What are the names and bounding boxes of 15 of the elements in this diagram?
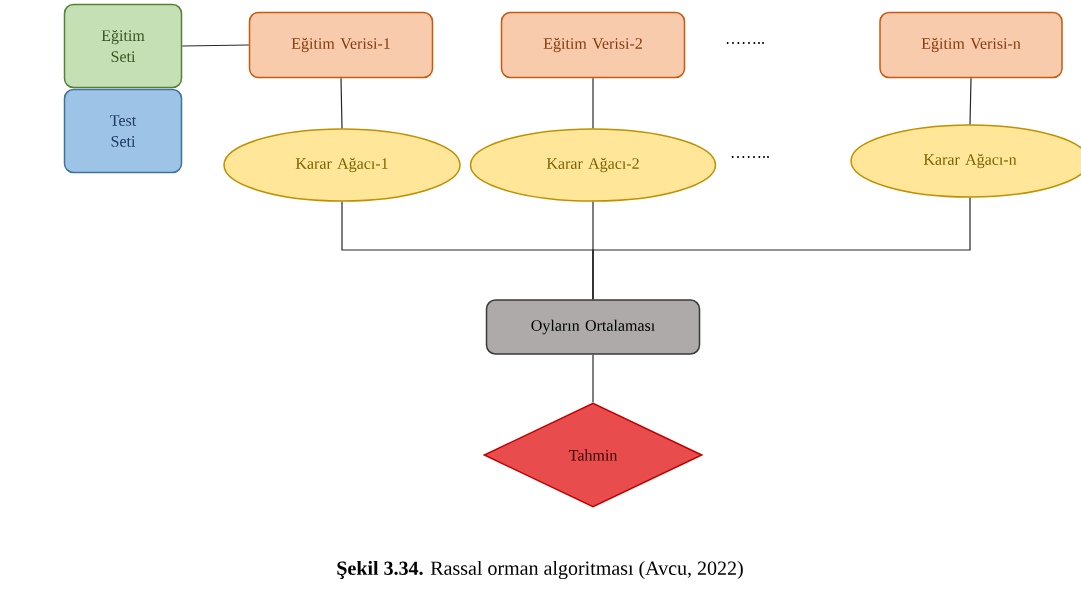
process-box: Oyların Ortalaması [485, 299, 701, 355]
data-box: Eğitim Verisi-2 [500, 11, 686, 79]
connector-line [592, 77, 594, 129]
set-box: Test Seti [63, 88, 183, 174]
figure-caption: Şekil 3.34. Rassal orman algoritması (Avcu, 2022) [337, 560, 743, 580]
connector-line [592, 354, 594, 403]
connector-line [969, 77, 972, 125]
set-box: Eğitim Seti [63, 3, 183, 89]
data-box: Eğitim Verisi-1 [248, 11, 434, 79]
ellipsis-label: …….. [731, 156, 769, 158]
connector-line [181, 44, 250, 47]
data-box: Eğitim Verisi-n [879, 11, 1063, 79]
ellipsis-label: …….. [726, 42, 764, 44]
connector-line [592, 197, 971, 300]
connector-line [340, 77, 343, 129]
